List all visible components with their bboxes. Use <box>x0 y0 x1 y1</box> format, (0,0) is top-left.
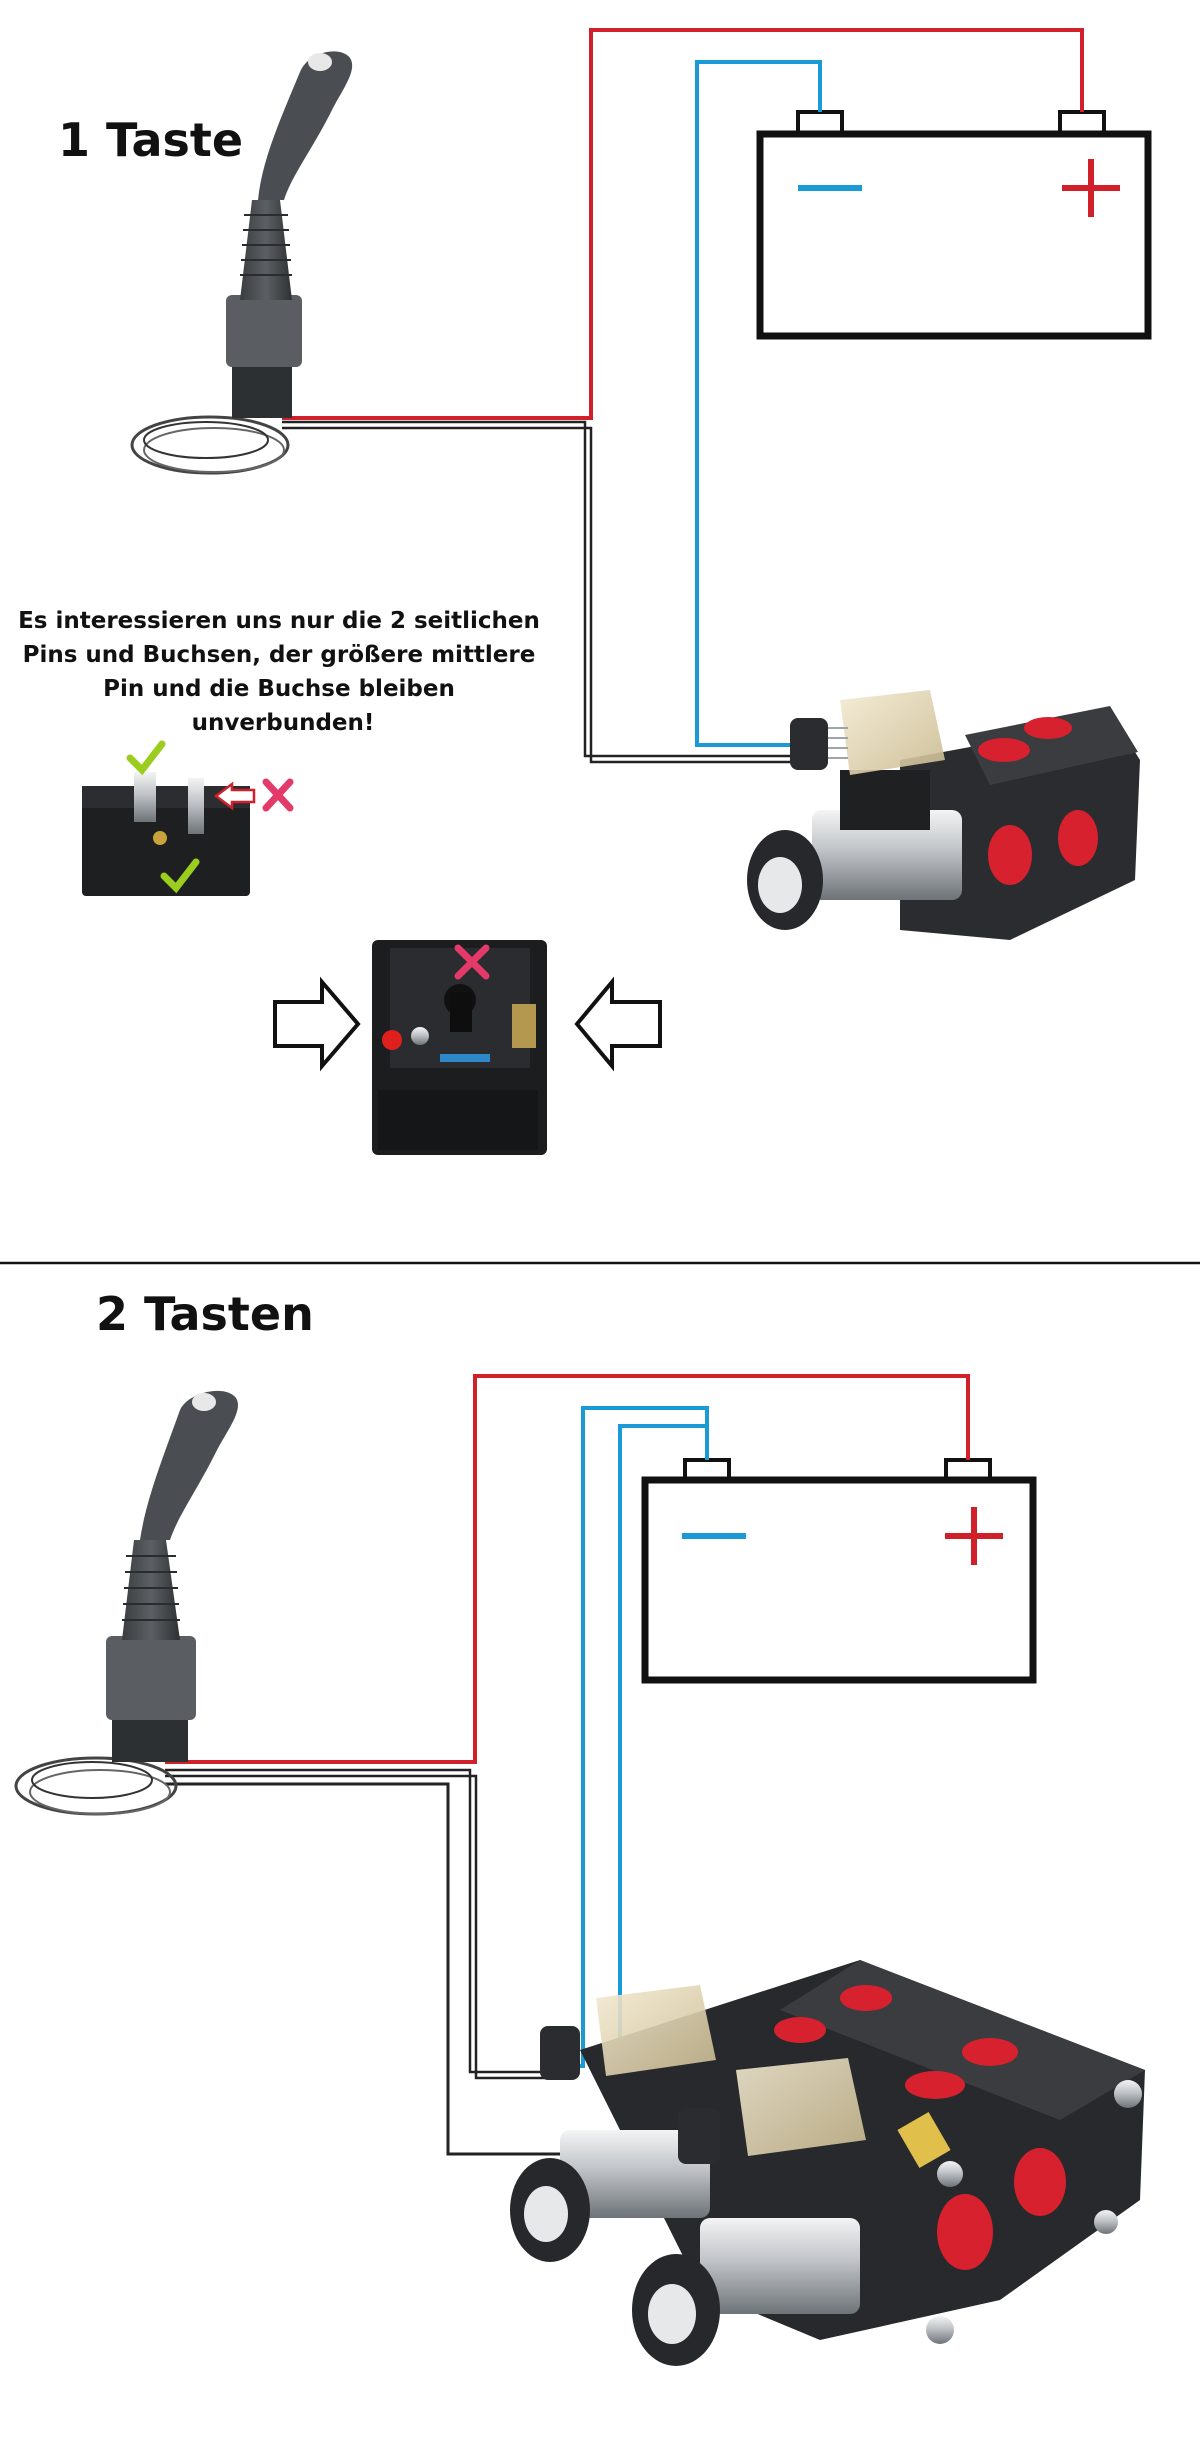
battery-minus-symbol <box>798 185 862 191</box>
cross-icon <box>262 778 294 812</box>
note-line-3: Pin und die Buchse bleiben <box>103 676 455 702</box>
connector-plug-icon <box>82 740 294 896</box>
instruction-note: Es interessieren uns nur die 2 seitliche… <box>18 608 548 736</box>
solenoid-valve-icon <box>747 690 1140 940</box>
wires-section-2 <box>165 1374 970 2156</box>
battery-minus-symbol <box>682 1533 746 1539</box>
positive-wire <box>165 1374 970 1764</box>
solenoid-valve-icon <box>510 1960 1145 2366</box>
note-line-2: Pins und Buchsen, der größere mittlere <box>23 642 536 668</box>
check-icon <box>160 858 200 894</box>
arrow-left-icon <box>213 781 256 811</box>
positive-wire <box>282 28 1084 420</box>
section-1: Es interessieren uns nur die 2 seitliche… <box>18 28 1152 1155</box>
battery-plus-symbol <box>945 1507 1003 1565</box>
signal-wire-a <box>165 1768 560 2074</box>
section-1-title: 1 Taste <box>58 113 243 167</box>
note-line-1: Es interessieren uns nur die 2 seitliche… <box>18 608 540 634</box>
signal-wire-c <box>165 1782 678 2156</box>
note-line-4: unverbunden! <box>192 710 375 736</box>
arrow-right-icon <box>273 976 361 1072</box>
check-icon <box>126 740 166 776</box>
section-2-title: 2 Tasten <box>96 1287 314 1341</box>
battery-icon <box>641 1458 1037 1684</box>
cross-icon <box>454 944 490 980</box>
signal-wire-b <box>282 426 810 764</box>
signal-wire-b <box>165 1774 560 2080</box>
wires-section-1 <box>282 28 1084 764</box>
negative-wire <box>695 60 822 747</box>
battery-icon <box>756 110 1152 340</box>
battery-plus-symbol <box>1062 159 1120 217</box>
section-2 <box>14 1374 1145 2366</box>
signal-wire-a <box>282 420 810 758</box>
joystick-icon <box>14 1390 238 1816</box>
connector-plug-icon <box>372 940 547 1155</box>
joystick-icon <box>130 51 353 475</box>
arrow-left-icon <box>574 976 662 1072</box>
